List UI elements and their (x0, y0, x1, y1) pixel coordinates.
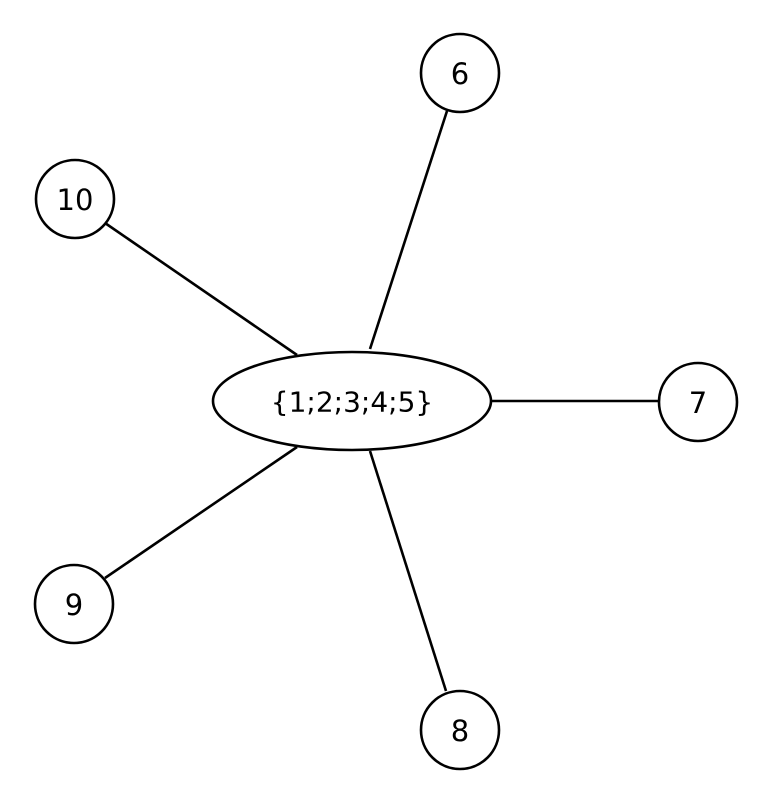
node-10-label: 10 (57, 183, 94, 217)
node-hub[interactable]: {1;2;3;4;5} (211, 350, 493, 452)
edge-hub-to-10[interactable] (104, 221, 298, 357)
hub-ellipse[interactable] (211, 350, 493, 452)
edge-hub-to-9[interactable] (104, 445, 298, 580)
node-7[interactable]: 7 (657, 361, 739, 443)
node-7-circle[interactable] (657, 361, 739, 443)
node-7-label: 7 (689, 386, 707, 420)
edge-hub-to-8[interactable] (368, 450, 448, 692)
node-8-circle[interactable] (419, 689, 501, 771)
node-9-circle[interactable] (33, 563, 115, 645)
node-10-circle[interactable] (34, 158, 116, 240)
node-6-label: 6 (451, 57, 469, 91)
node-6[interactable]: 6 (419, 32, 501, 114)
node-6-circle[interactable] (419, 32, 501, 114)
node-9[interactable]: 9 (33, 563, 115, 645)
edge-hub-to-6[interactable] (368, 110, 449, 350)
node-9-label: 9 (65, 588, 83, 622)
node-8[interactable]: 8 (419, 689, 501, 771)
node-10[interactable]: 10 (34, 158, 116, 240)
node-8-label: 8 (451, 714, 469, 748)
hub-label: {1;2;3;4;5} (271, 386, 433, 419)
edge-layer (104, 110, 659, 692)
